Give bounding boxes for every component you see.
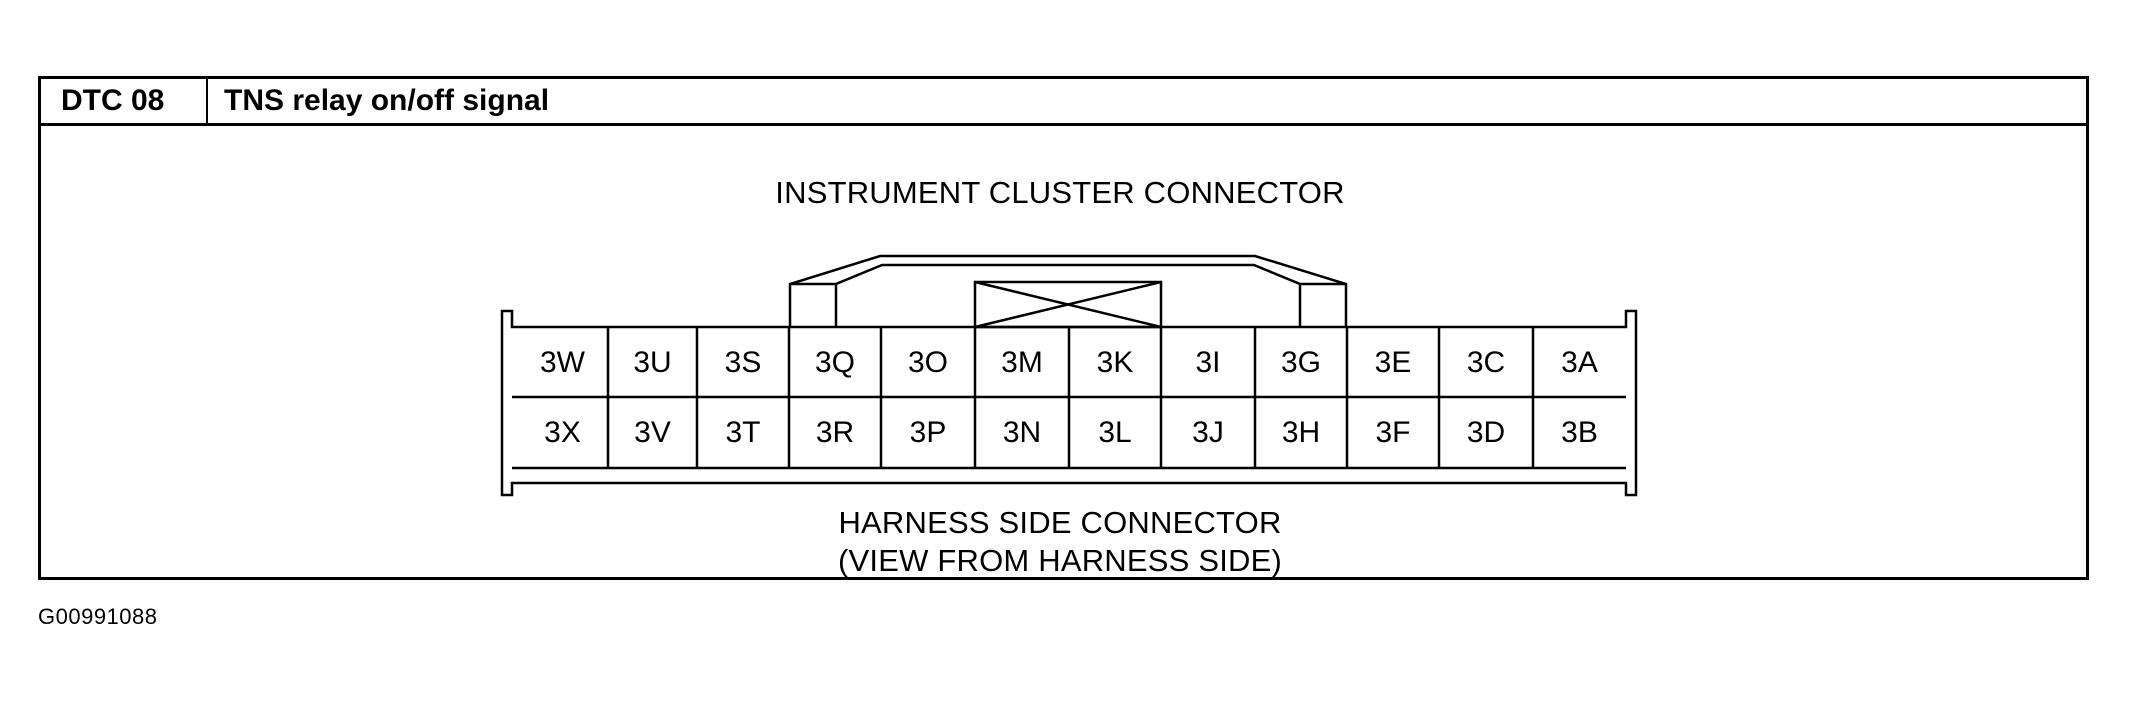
keying-slot	[973, 280, 1163, 329]
instrument-cluster-connector-label: INSTRUMENT CLUSTER CONNECTOR	[775, 175, 1345, 210]
pin-3i: 3I	[1195, 346, 1221, 379]
pin-3p: 3P	[909, 416, 947, 449]
pin-3r: 3R	[815, 416, 855, 449]
view-from-harness-side-label: (VIEW FROM HARNESS SIDE)	[838, 543, 1282, 578]
pin-3b: 3B	[1561, 416, 1598, 449]
dtc-code: DTC 08	[41, 79, 208, 123]
harness-side-connector-label: HARNESS SIDE CONNECTOR	[838, 505, 1282, 540]
pin-3a: 3A	[1561, 346, 1598, 379]
dtc-panel: DTC 08 TNS relay on/off signal	[38, 76, 2089, 580]
pin-3f: 3F	[1375, 416, 1411, 449]
pin-3o: 3O	[907, 346, 949, 379]
locking-tab-inner	[834, 263, 1302, 327]
pin-3e: 3E	[1374, 346, 1412, 379]
locking-tab	[788, 254, 1348, 327]
pin-3k: 3K	[1096, 346, 1134, 379]
pin-3s: 3S	[724, 346, 762, 379]
pin-3t: 3T	[725, 416, 761, 449]
pin-3l: 3L	[1098, 416, 1132, 449]
pin-3w: 3W	[540, 346, 585, 379]
pin-3v: 3V	[634, 416, 671, 449]
pin-3u: 3U	[633, 346, 672, 379]
pin-dividers	[606, 327, 1535, 468]
pin-3q: 3Q	[814, 346, 856, 379]
dtc-header: DTC 08 TNS relay on/off signal	[41, 79, 2086, 126]
pin-3h: 3H	[1281, 416, 1321, 449]
figure-id: G00991088	[38, 604, 158, 629]
pin-3m: 3M	[1001, 346, 1043, 379]
pin-3j: 3J	[1192, 416, 1224, 449]
pin-3x: 3X	[544, 416, 581, 449]
pin-3g: 3G	[1280, 346, 1322, 379]
pin-3c: 3C	[1466, 346, 1506, 379]
connector-outline	[500, 309, 1638, 497]
pin-3n: 3N	[1002, 416, 1042, 449]
pin-3d: 3D	[1466, 416, 1506, 449]
dtc-description: TNS relay on/off signal	[224, 84, 550, 117]
